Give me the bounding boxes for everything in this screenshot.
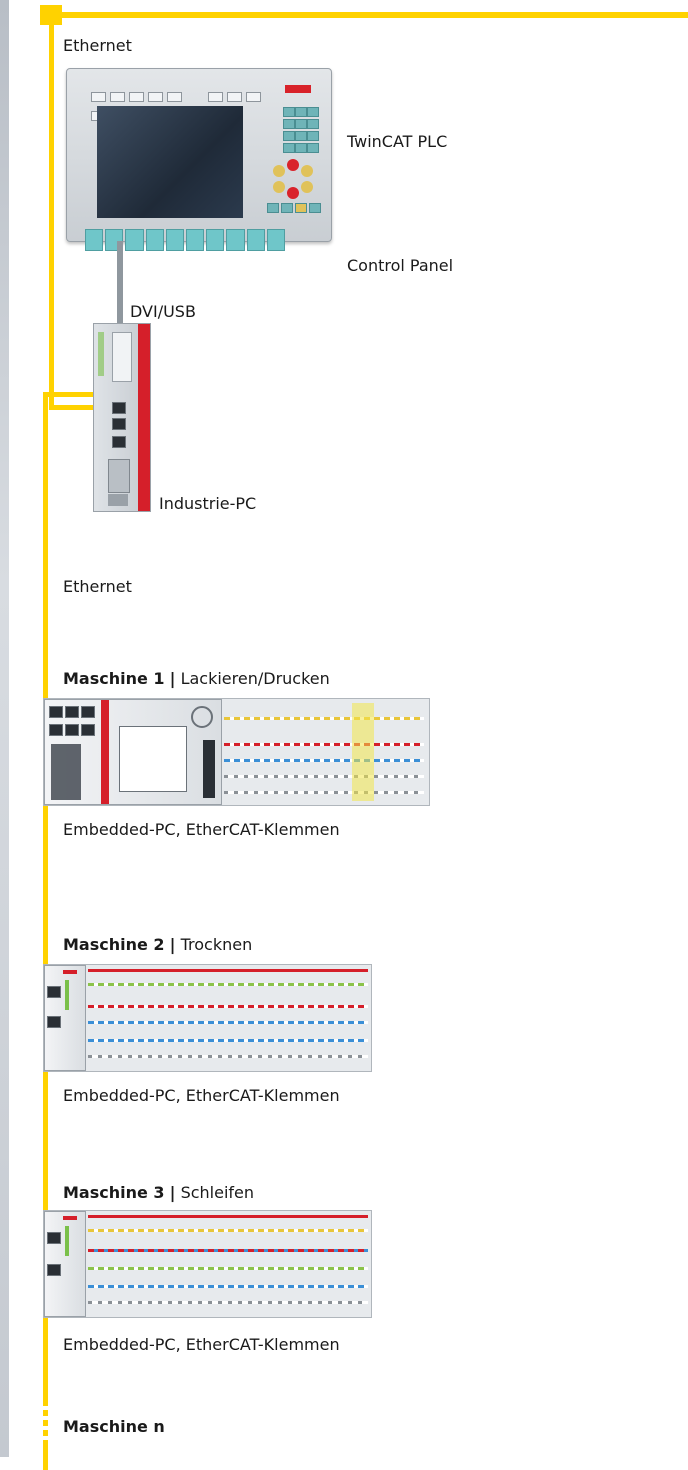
machine-3-name: Maschine 3: [63, 1183, 165, 1202]
ethernet-junction-node: [40, 5, 62, 25]
machine-3-task: Schleifen: [180, 1183, 255, 1202]
panel-brand-logo: [285, 85, 311, 93]
machine-1-title: Maschine 1 | Lackieren/Drucken: [63, 669, 330, 688]
panel-function-keys-bottom: [85, 229, 286, 251]
ethernet-vertical-line-lower: [43, 392, 48, 1470]
ethernet-branch-to-ipc-1: [49, 405, 115, 410]
ipc-brand-strip: [138, 324, 150, 511]
panel-function-keys-top: [91, 87, 281, 121]
machine-1-device: [43, 698, 430, 806]
machine-1-device-label: Embedded-PC, EtherCAT-Klemmen: [63, 820, 340, 839]
machine-1-name: Maschine 1: [63, 669, 165, 688]
machine-2-ethercat-terminals: [88, 969, 368, 1067]
machine-1-task: Lackieren/Drucken: [180, 669, 330, 688]
machine-2-embedded-pc: [44, 965, 86, 1071]
machine-2-task: Trocknen: [180, 935, 253, 954]
page-sidebar-strip: [0, 0, 9, 1457]
machine-1-separator: |: [169, 669, 176, 688]
ethernet-mid-label: Ethernet: [63, 577, 132, 596]
ethernet-top-line: [40, 12, 688, 18]
industrial-pc-device: [93, 323, 151, 512]
machine-3-device: [43, 1210, 372, 1318]
machine-1-ethercat-terminals: [224, 703, 424, 801]
machine-2-device-label: Embedded-PC, EtherCAT-Klemmen: [63, 1086, 340, 1105]
panel-keypad: [263, 107, 321, 217]
machine-3-ethercat-terminals: [88, 1215, 368, 1313]
ethernet-bus-dashed-end: [43, 1400, 48, 1440]
machine-2-title: Maschine 2 | Trocknen: [63, 935, 252, 954]
machine-3-embedded-pc: [44, 1211, 86, 1317]
dvi-usb-cable: [117, 241, 123, 325]
machine-n-title: Maschine n: [63, 1417, 165, 1436]
ethernet-vertical-line-upper: [49, 18, 54, 410]
machine-1-embedded-pc: [44, 699, 222, 805]
dvi-usb-label: DVI/USB: [130, 302, 196, 321]
machine-3-title: Maschine 3 | Schleifen: [63, 1183, 254, 1202]
industrie-pc-label: Industrie-PC: [159, 494, 257, 513]
twincat-plc-label: TwinCAT PLC: [347, 132, 448, 151]
machine-2-name: Maschine 2: [63, 935, 165, 954]
machine-2-separator: |: [169, 935, 176, 954]
panel-display-screen: [97, 106, 243, 218]
ethernet-top-label: Ethernet: [63, 36, 132, 55]
machine-3-device-label: Embedded-PC, EtherCAT-Klemmen: [63, 1335, 340, 1354]
machine-n-name: Maschine n: [63, 1417, 165, 1436]
control-panel-device: [66, 68, 332, 251]
control-panel-label: Control Panel: [347, 256, 454, 275]
machine-2-device: [43, 964, 372, 1072]
machine-3-separator: |: [169, 1183, 176, 1202]
ethernet-branch-to-ipc-2: [43, 392, 115, 397]
